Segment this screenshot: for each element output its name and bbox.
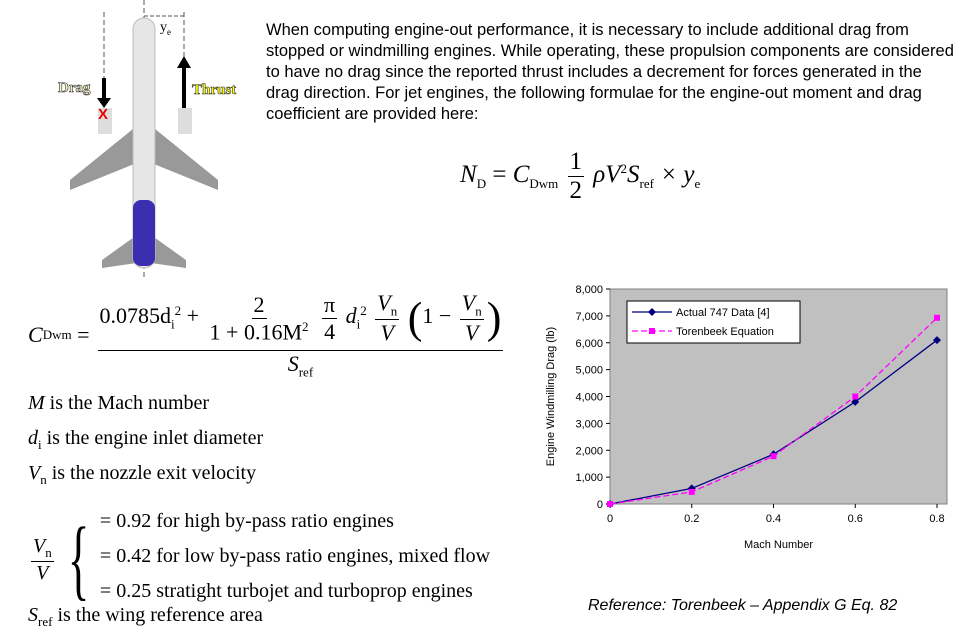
x-tick-label: 0 [607,513,613,525]
data-point [770,453,777,460]
airplane-figure [70,0,218,280]
y-tick-label: 7,000 [575,311,603,323]
data-point [607,501,613,507]
y-tick-label: 8,000 [575,284,603,296]
definition-mach: M is the Mach number [28,392,210,414]
data-point [852,393,859,400]
legend-label: Torenbeek Equation [676,326,774,338]
y-tick-label: 2,000 [575,445,603,457]
legend-label: Actual 747 Data [4] [676,307,770,319]
data-point [688,488,695,495]
x-tick-label: 0.4 [766,513,781,525]
drag-label: Drag [58,80,91,97]
data-point [851,397,860,406]
ratio-case: = 0.25 stratight turbojet and turboprop … [99,580,473,602]
reference-text: Reference: Torenbeek – Appendix G Eq. 82 [588,597,898,614]
ratio-case: = 0.92 for high by-pass ratio engines [99,510,394,532]
intro-text: When computing engine-out performance, i… [266,21,954,123]
legend-marker [648,308,656,316]
x-mark: X [98,106,109,123]
definition-nozzle-velocity: Vn is the nozzle exit velocity [28,462,257,487]
y-axis-label: Engine Windmilling Drag (lb) [545,327,557,466]
y-tick-label: 0 [597,499,603,511]
x-axis-label: Mach Number [744,539,813,551]
y-tick-label: 1,000 [575,472,603,484]
x-tick-label: 0.2 [684,513,699,525]
legend [626,300,801,344]
data-point [933,336,941,345]
ye-label: ye [160,20,171,37]
y-tick-label: 4,000 [575,392,603,404]
data-point [934,314,940,321]
definition-inlet-diameter: di is the engine inlet diameter [28,427,264,452]
x-tick-label: 0.8 [929,513,944,525]
y-tick-label: 3,000 [575,418,603,430]
legend-marker [649,328,655,334]
definition-sref: Sref is the wing reference area [28,604,263,629]
y-tick-label: 5,000 [575,365,603,377]
thrust-label: Thrust [192,82,237,99]
ratio-case: = 0.42 for low by-pass ratio engines, mi… [99,545,491,567]
y-tick-label: 6,000 [575,338,603,350]
windmilling-drag-chart: 0 1,000 2,000 3,000 4,000 5,000 6,000 7,000 8,00… [545,284,948,551]
x-tick-label: 0.6 [848,513,863,525]
